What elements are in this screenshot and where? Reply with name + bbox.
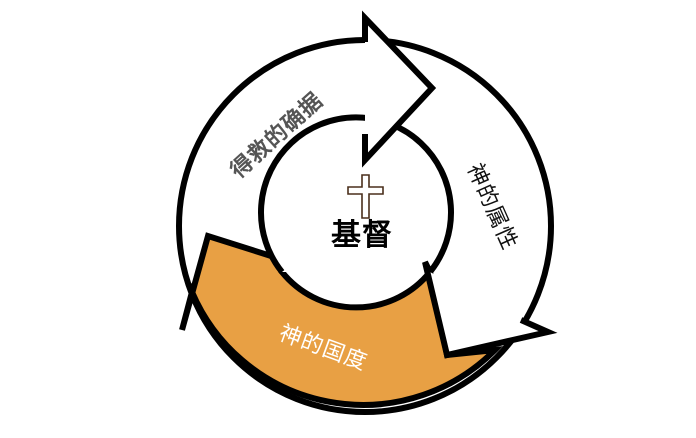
arrow-assurance-head: [362, 10, 437, 168]
center-label: 基督: [331, 218, 393, 253]
arrow-kingdom: [179, 232, 504, 408]
cross-icon: [347, 174, 384, 219]
arrow-attributes-head: [422, 260, 558, 359]
